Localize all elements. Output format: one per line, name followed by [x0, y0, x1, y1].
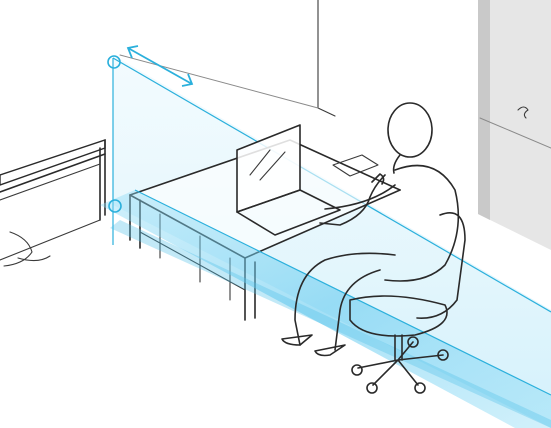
- radiator: [0, 140, 105, 266]
- wall-panel: [478, 0, 551, 250]
